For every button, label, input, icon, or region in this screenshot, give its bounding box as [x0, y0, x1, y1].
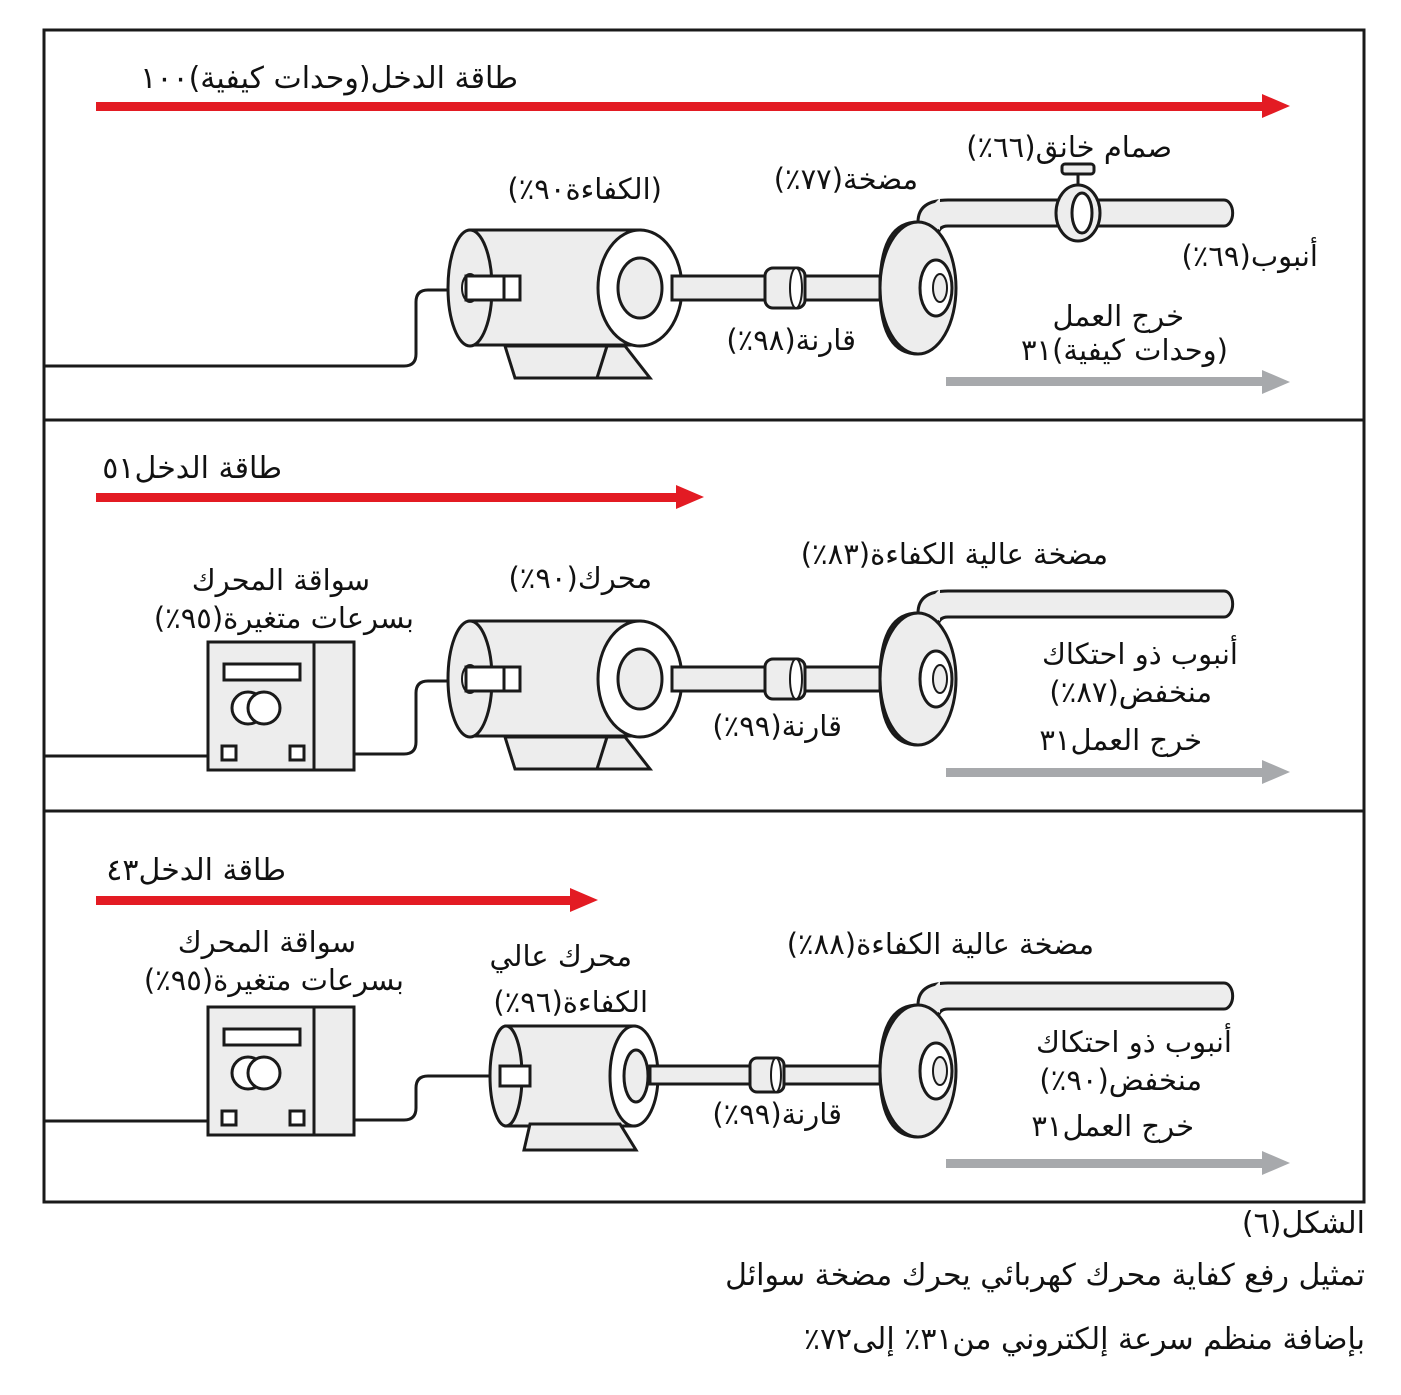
input-energy-label: طاقة الدخل٥١ — [102, 451, 282, 486]
coupling-label: قارنة(٩٩٪) — [712, 709, 842, 743]
input-energy-arrow — [96, 94, 1290, 118]
output-work-arrow — [946, 370, 1290, 394]
pipe-label-line1: أنبوب ذو احتكاك — [1036, 1022, 1232, 1059]
pump-label: مضخة عالية الكفاءة(٨٣٪) — [801, 537, 1108, 571]
motor-graphic — [488, 1024, 660, 1152]
input-energy-label: طاقة الدخل(وحدات كيفية)١٠٠ — [140, 61, 518, 96]
output-work-arrow — [946, 1151, 1290, 1175]
pump-label: مضخة(٧٧٪) — [774, 162, 918, 196]
input-energy-arrow — [96, 888, 598, 912]
caption-line-2: بإضافة منظم سرعة إلكتروني من٣١٪ إلى٧٢٪ — [803, 1322, 1365, 1357]
output-label: خرج العمل٣١ — [1039, 723, 1202, 758]
motor-cable — [354, 679, 474, 756]
panel-vfd: طاقة الدخل٥١ سواقة المحرك بسرعات متغيرة(… — [44, 451, 1290, 784]
output-label: خرج العمل٣١ — [1031, 1109, 1194, 1144]
drive-label-line2: بسرعات متغيرة(٩٥٪) — [154, 601, 414, 635]
diagram-frame — [42, 28, 1366, 1204]
motor-graphic — [446, 619, 684, 771]
power-cable — [44, 288, 474, 368]
vfd-graphic — [206, 640, 356, 772]
pipe-graphic — [916, 589, 1235, 628]
motor-label: محرك(٩٠٪) — [508, 561, 652, 595]
input-energy-label: طاقة الدخل٤٣ — [106, 853, 286, 888]
coupling-label: قارنة(٩٨٪) — [726, 323, 856, 357]
drive-label-line1: سواقة المحرك — [192, 563, 370, 597]
pipe-label-line2: منخفض(٩٠٪) — [1039, 1063, 1202, 1097]
pipe-graphic — [916, 981, 1235, 1020]
coupling-graphic — [648, 1056, 882, 1094]
pipe-label-line1: أنبوب ذو احتكاك — [1042, 634, 1238, 671]
motor-graphic — [446, 228, 684, 380]
pipe-label: أنبوب(٦٩٪) — [1181, 236, 1318, 273]
output-label-line1: خرج العمل — [1053, 299, 1184, 334]
coupling-graphic — [670, 266, 882, 310]
coupling-graphic — [670, 657, 882, 701]
motor-label: (الكفاءة٩٠٪) — [507, 172, 662, 206]
valve-label: صمام خانق(٦٦٪) — [966, 130, 1172, 164]
motor-label-line2: الكفاءة(٩٦٪) — [493, 985, 648, 1019]
panel-baseline: طاقة الدخل(وحدات كيفية)١٠٠ صمام خانق(٦٦٪… — [44, 61, 1318, 394]
panel-vfd-high-eff: طاقة الدخل٤٣ سواقة المحرك بسرعات متغيرة(… — [44, 853, 1290, 1175]
output-work-arrow — [946, 760, 1290, 784]
motor-cable — [354, 1074, 500, 1122]
drive-label-line1: سواقة المحرك — [178, 925, 356, 959]
drive-label-line2: بسرعات متغيرة(٩٥٪) — [144, 963, 404, 997]
coupling-label: قارنة(٩٩٪) — [712, 1097, 842, 1131]
vfd-graphic — [206, 1005, 356, 1137]
motor-label-line1: محرك عالي — [489, 939, 632, 974]
caption-line-1: تمثيل رفع كفاية محرك كهربائي يحرك مضخة س… — [725, 1258, 1365, 1293]
figure-number: الشكل(٦) — [1241, 1206, 1365, 1241]
valve-graphic — [1054, 162, 1102, 243]
pump-label: مضخة عالية الكفاءة(٨٨٪) — [787, 927, 1094, 961]
output-label-line2: (وحدات كيفية)٣١ — [1021, 333, 1228, 367]
input-energy-arrow — [96, 485, 704, 509]
pipe-label-line2: منخفض(٨٧٪) — [1049, 675, 1212, 709]
